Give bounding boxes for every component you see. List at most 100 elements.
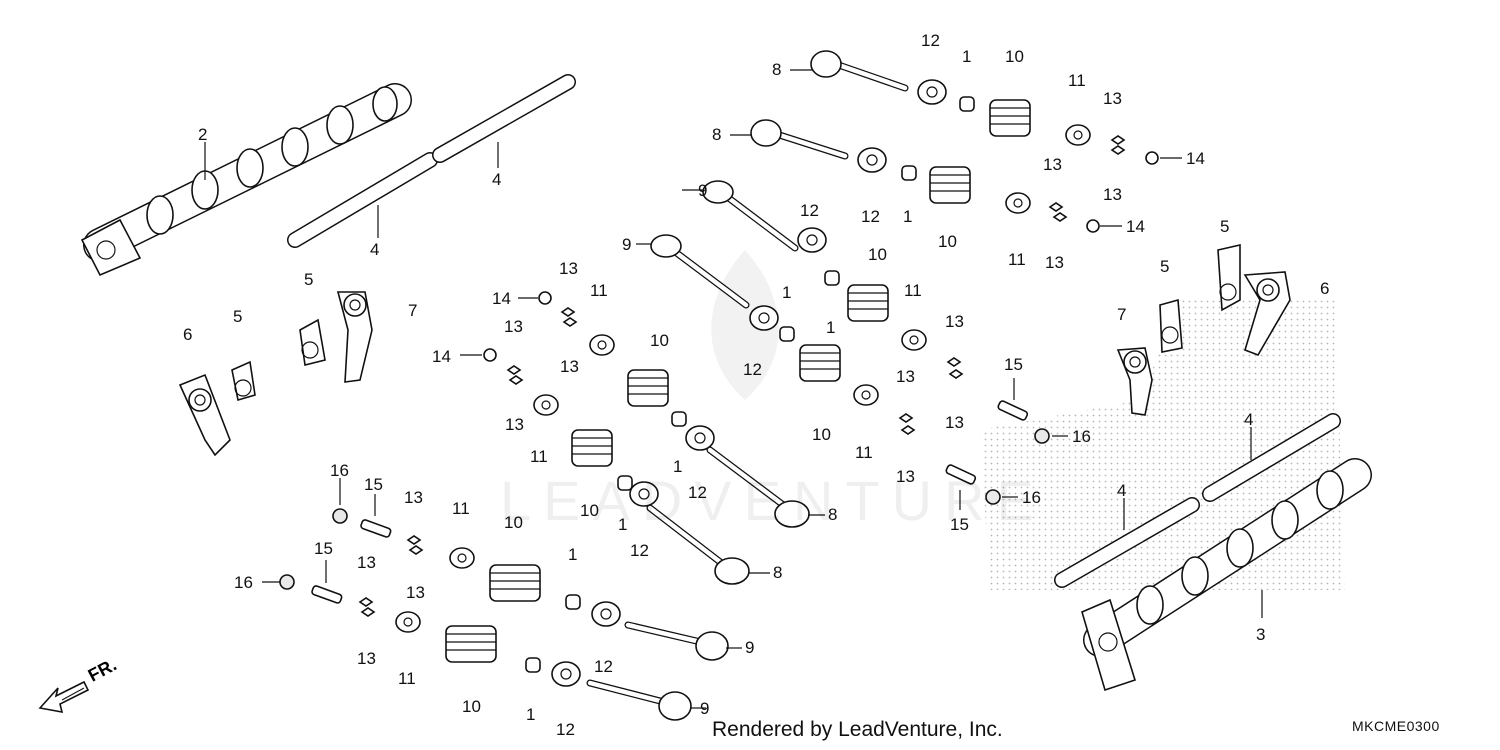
callout-15: 15	[950, 515, 969, 534]
callout-1: 1	[526, 705, 535, 724]
callout-16: 16	[1022, 488, 1041, 507]
callout-9: 9	[745, 638, 754, 657]
callout-8: 8	[828, 505, 837, 524]
callout-16: 16	[330, 461, 349, 480]
callout-11: 11	[1068, 71, 1086, 90]
callout-1: 1	[673, 457, 682, 476]
callout-13: 13	[559, 259, 578, 278]
camshaft-exhaust[interactable]	[1081, 458, 1372, 692]
callout-13: 13	[357, 649, 376, 668]
callout-1: 1	[826, 318, 835, 337]
valves[interactable]	[586, 50, 909, 721]
callout-7: 7	[1117, 305, 1126, 324]
watermark-text: LEADVENTURE	[500, 469, 1046, 532]
callout-1: 1	[568, 545, 577, 564]
callout-6: 6	[1320, 279, 1329, 298]
callout-1: 1	[962, 47, 971, 66]
callouts: 2 4 4 4 4 3 5 5 6 7 5 5 6 7 8 8 9 9 8 8 …	[183, 31, 1329, 739]
callout-14: 14	[492, 289, 511, 308]
valve-springs[interactable]	[445, 99, 1031, 663]
rocker-arms-intake[interactable]	[178, 291, 373, 457]
callout-11: 11	[398, 669, 416, 688]
callout-10: 10	[938, 232, 957, 251]
callout-5: 5	[304, 270, 313, 289]
callout-13: 13	[505, 415, 524, 434]
callout-11: 11	[904, 281, 922, 300]
callout-13: 13	[1043, 155, 1062, 174]
callout-15: 15	[1004, 355, 1023, 374]
callout-15: 15	[314, 539, 333, 558]
callout-10: 10	[462, 697, 481, 716]
camshaft-intake[interactable]	[80, 83, 412, 277]
callout-13: 13	[560, 357, 579, 376]
callout-13: 13	[1045, 253, 1064, 272]
callout-12: 12	[688, 483, 707, 502]
callout-12: 12	[556, 720, 575, 739]
callout-9: 9	[700, 699, 709, 718]
callout-12: 12	[800, 201, 819, 220]
small-hardware[interactable]	[279, 135, 1159, 617]
callout-13: 13	[896, 467, 915, 486]
callout-6: 6	[183, 325, 192, 344]
callout-1: 1	[782, 283, 791, 302]
callout-4: 4	[1117, 481, 1126, 500]
callout-13: 13	[504, 317, 523, 336]
callout-12: 12	[921, 31, 940, 50]
retainers-seals-cotters[interactable]	[395, 79, 1091, 687]
callout-11: 11	[590, 281, 608, 300]
callout-13: 13	[404, 488, 423, 507]
callout-7: 7	[408, 301, 417, 320]
callout-13: 13	[945, 413, 964, 432]
callout-13: 13	[1103, 185, 1122, 204]
callout-10: 10	[504, 513, 523, 532]
callout-15: 15	[364, 475, 383, 494]
callout-12: 12	[630, 541, 649, 560]
callout-14: 14	[1126, 217, 1145, 236]
callout-11: 11	[855, 443, 873, 462]
callout-9: 9	[622, 235, 631, 254]
callout-13: 13	[357, 553, 376, 572]
callout-10: 10	[650, 331, 669, 350]
front-direction-arrow	[38, 680, 90, 714]
callout-13: 13	[896, 367, 915, 386]
callout-1: 1	[903, 207, 912, 226]
callout-8: 8	[772, 60, 781, 79]
callout-14: 14	[432, 347, 451, 366]
callout-5: 5	[1220, 217, 1229, 236]
leader-lines	[204, 69, 1263, 709]
callout-12: 12	[594, 657, 613, 676]
callout-10: 10	[812, 425, 831, 444]
rocker-shafts[interactable]	[287, 74, 1341, 588]
callout-13: 13	[1103, 89, 1122, 108]
callout-16: 16	[1072, 427, 1091, 446]
callout-2: 2	[198, 125, 207, 144]
callout-11: 11	[452, 499, 470, 518]
callout-4: 4	[492, 170, 501, 189]
callout-11: 11	[1008, 250, 1026, 269]
callout-10: 10	[580, 501, 599, 520]
callout-1: 1	[618, 515, 627, 534]
callout-5: 5	[233, 307, 242, 326]
callout-11: 11	[530, 447, 548, 466]
callout-9: 9	[698, 181, 707, 200]
callout-8: 8	[712, 125, 721, 144]
callout-13: 13	[406, 583, 425, 602]
callout-10: 10	[868, 245, 887, 264]
callout-13: 13	[945, 312, 964, 331]
rocker-arms-exhaust[interactable]	[1116, 243, 1291, 416]
callout-8: 8	[773, 563, 782, 582]
diagram-code: MKCME0300	[1352, 718, 1440, 734]
callout-5: 5	[1160, 257, 1169, 276]
callout-3: 3	[1256, 625, 1265, 644]
stipple-zone	[980, 300, 1345, 590]
callout-4: 4	[370, 240, 379, 259]
callout-14: 14	[1186, 149, 1205, 168]
callout-10: 10	[1005, 47, 1024, 66]
callout-12: 12	[861, 207, 880, 226]
callout-12: 12	[743, 360, 762, 379]
callout-4: 4	[1244, 410, 1253, 429]
callout-16: 16	[234, 573, 253, 592]
render-credit: Rendered by LeadVenture, Inc.	[712, 718, 1003, 741]
